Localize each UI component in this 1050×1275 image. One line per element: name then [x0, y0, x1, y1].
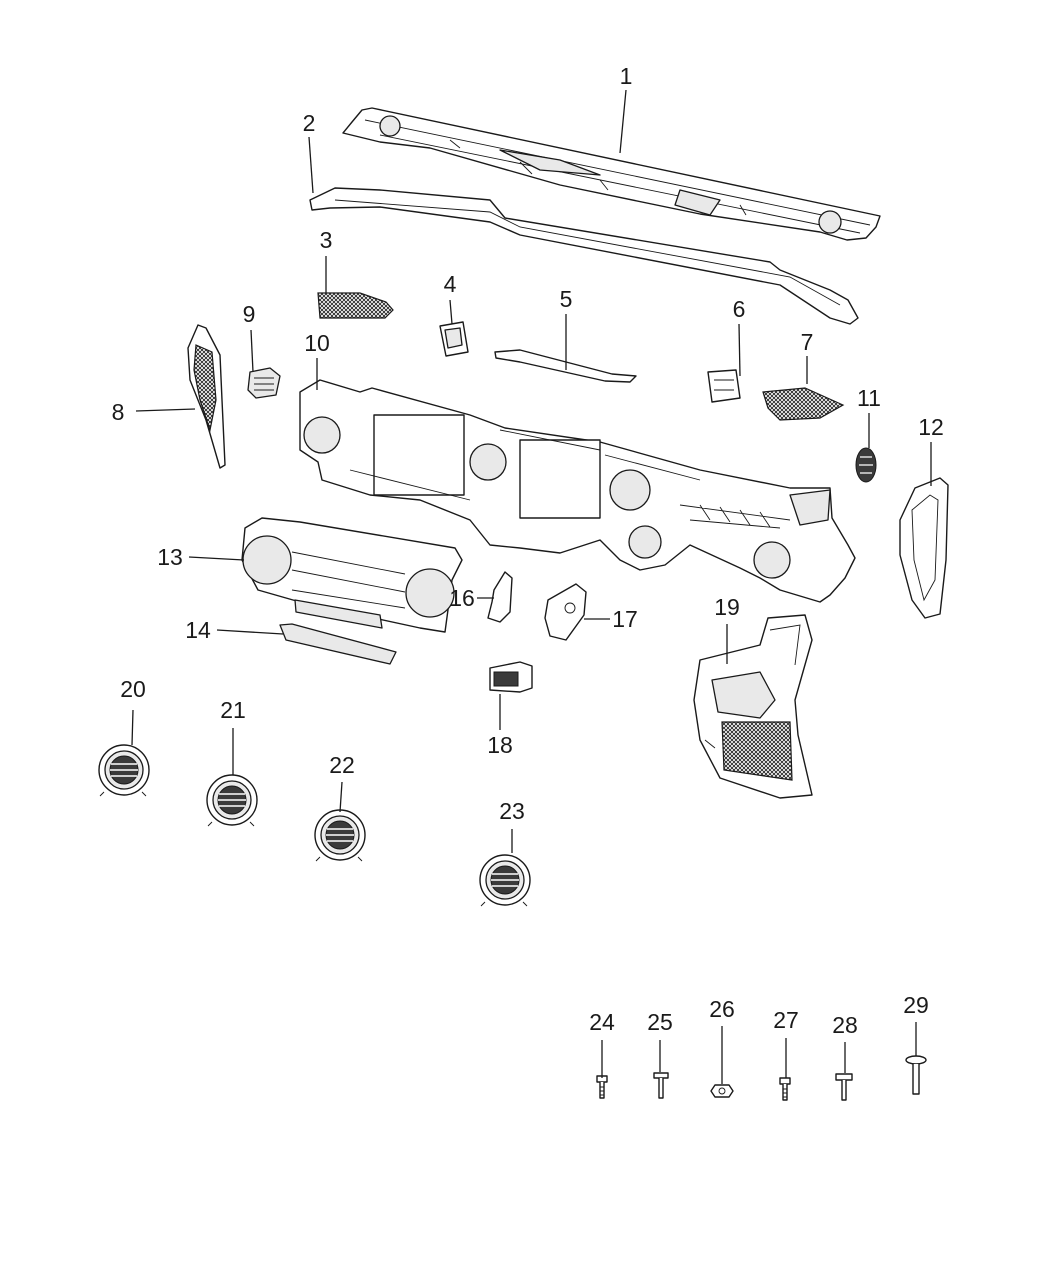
- part-1-upper-crossmember: [342, 107, 881, 241]
- callout-12: 12: [918, 414, 944, 440]
- callout-3: 3: [320, 227, 333, 253]
- callout-5: 5: [560, 286, 573, 312]
- part-28-bolt: [835, 1073, 853, 1101]
- part-9-vent-piece: [247, 367, 281, 399]
- callout-19: 19: [714, 594, 740, 620]
- callout-1: 1: [620, 63, 633, 89]
- callout-11: 11: [857, 385, 881, 411]
- callout-23: 23: [499, 798, 525, 824]
- part-3-speaker-grille: [317, 292, 394, 319]
- part-7-speaker-grille: [762, 387, 845, 421]
- part-19-lower-panel: [693, 614, 813, 799]
- callout-28: 28: [832, 1012, 858, 1038]
- part-17-bracket: [544, 583, 587, 641]
- part-13-cluster-bezel: [241, 517, 463, 633]
- callout-16: 16: [449, 585, 475, 611]
- part-2-top-pad: [309, 187, 859, 325]
- callout-18: 18: [487, 732, 513, 758]
- callout-labels: 1 2 3 4 5 6 7 8 9 10 11 12 13 14 16 17 1…: [112, 63, 944, 1038]
- part-4-bracket: [439, 321, 469, 357]
- callout-26: 26: [709, 996, 735, 1022]
- part-14-trim-strip: [279, 623, 397, 665]
- callout-6: 6: [733, 296, 746, 322]
- part-26-nut: [710, 1084, 734, 1098]
- part-12-end-cap-right: [899, 477, 949, 619]
- callout-9: 9: [243, 301, 256, 327]
- part-24-screw: [596, 1075, 608, 1099]
- callout-29: 29: [903, 992, 929, 1018]
- callout-22: 22: [329, 752, 355, 778]
- callout-13: 13: [157, 544, 183, 570]
- callout-25: 25: [647, 1009, 673, 1035]
- callout-7: 7: [801, 329, 814, 355]
- part-10-carrier: [299, 379, 856, 603]
- callout-14: 14: [185, 617, 211, 643]
- callout-27: 27: [773, 1007, 799, 1033]
- part-20-air-vent: [98, 744, 150, 797]
- leader-lines: [131, 89, 932, 1084]
- callout-2: 2: [303, 110, 316, 136]
- part-23-air-vent: [479, 854, 531, 907]
- callout-4: 4: [444, 271, 457, 297]
- callout-21: 21: [220, 697, 246, 723]
- part-22-air-vent: [314, 809, 366, 862]
- part-25-bolt: [653, 1072, 669, 1099]
- callout-24: 24: [589, 1009, 615, 1035]
- part-11-oval-vent: [855, 447, 877, 483]
- callout-20: 20: [120, 676, 146, 702]
- callout-10: 10: [304, 330, 330, 356]
- part-18-switch-module: [489, 661, 533, 693]
- part-8-end-cap-left: [187, 324, 226, 469]
- part-27-screw: [779, 1077, 791, 1101]
- part-16-bracket: [487, 571, 513, 623]
- callout-17: 17: [612, 606, 638, 632]
- part-21-air-vent: [206, 774, 258, 827]
- part-6-clip: [707, 369, 741, 403]
- part-29-push-pin: [905, 1055, 927, 1095]
- callout-8: 8: [112, 399, 125, 425]
